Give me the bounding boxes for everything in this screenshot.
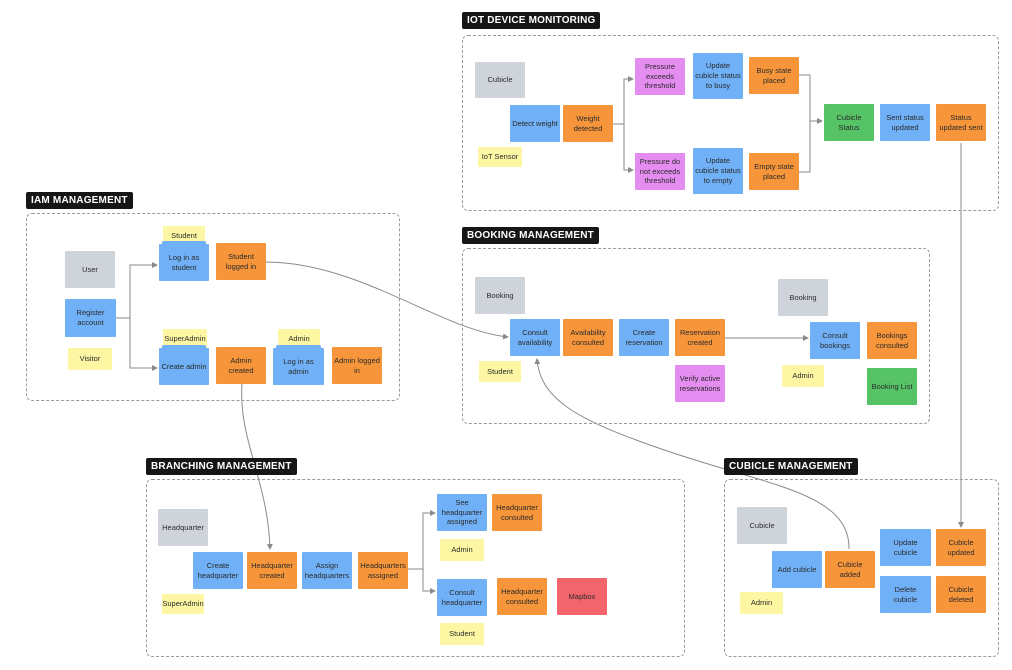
- actor-student: Student: [163, 226, 205, 245]
- group-booking-management: [462, 248, 930, 424]
- command-sent-status: Sent status updated: [880, 104, 930, 141]
- actor-admin: Admin: [278, 329, 320, 348]
- aggregate-user: User: [65, 251, 115, 288]
- actor-admin-cubicle: Admin: [740, 592, 783, 614]
- command-login-student: Log in as student: [159, 241, 209, 281]
- event-headquarter-consulted-2: Headquarter consulted: [497, 578, 547, 615]
- actor-admin-branching: Admin: [440, 539, 484, 561]
- command-update-empty: Update cubicle status to empty: [693, 148, 743, 194]
- actor-iot-sensor: IoT Sensor: [478, 147, 522, 167]
- command-detect-weight: Detect weight: [510, 105, 560, 142]
- external-system-mapbox: Mapbox: [557, 578, 607, 615]
- actor-student-booking: Student: [479, 361, 521, 382]
- aggregate-cubicle: Cubicle: [475, 62, 525, 98]
- actor-admin-booking: Admin: [782, 365, 824, 387]
- command-login-admin: Log in as admin: [273, 345, 324, 385]
- event-headquarters-assigned: Headquarters assigned: [358, 552, 408, 589]
- event-empty-state-placed: Empty state placed: [749, 153, 799, 190]
- group-iam-management: [26, 213, 400, 401]
- actor-student-branching: Student: [440, 623, 484, 645]
- event-bookings-consulted: Bookings consulted: [867, 322, 917, 359]
- event-cubicle-added: Cubicle added: [825, 551, 875, 588]
- command-delete-cubicle: Delete cubicle: [880, 576, 931, 613]
- group-title-cubicle: CUBICLE MANAGEMENT: [724, 458, 858, 475]
- aggregate-cubicle-management: Cubicle: [737, 507, 787, 544]
- event-student-logged-in: Student logged in: [216, 243, 266, 280]
- command-consult-bookings: Consult bookings: [810, 322, 860, 359]
- group-branching-management: [146, 479, 685, 657]
- event-cubicle-updated: Cubicle updated: [936, 529, 986, 566]
- event-admin-logged-in: Admin logged in: [332, 347, 382, 384]
- group-title-branching: BRANCHING MANAGEMENT: [146, 458, 297, 475]
- group-title-booking: BOOKING MANAGEMENT: [462, 227, 599, 244]
- command-create-reservation: Create reservation: [619, 319, 669, 356]
- command-update-busy: Update cubicle status to busy: [693, 53, 743, 99]
- group-title-iot: IOT DEVICE MONITORING: [462, 12, 601, 29]
- actor-superadmin: SuperAdmin: [163, 329, 207, 348]
- event-availability-consulted: Availability consulted: [563, 319, 613, 356]
- command-assign-headquarters: Assign headquarters: [302, 552, 352, 589]
- command-add-cubicle: Add cubicle: [772, 551, 822, 588]
- read-model-booking-list: Booking List: [867, 368, 917, 405]
- command-register-account: Register account: [65, 299, 116, 337]
- event-reservation-created: Reservation created: [675, 319, 725, 356]
- read-model-cubicle-status: Cubicle Status: [824, 104, 874, 141]
- policy-verify-active-reservations: Verify active reservations: [675, 365, 725, 402]
- aggregate-booking-2: Booking: [778, 279, 828, 316]
- command-update-cubicle: Update cubicle: [880, 529, 931, 566]
- event-busy-state-placed: Busy state placed: [749, 57, 799, 94]
- actor-visitor: Visitor: [68, 348, 112, 370]
- event-admin-created: Admin created: [216, 347, 266, 384]
- event-status-updated-sent: Status updated sent: [936, 104, 986, 141]
- actor-superadmin-branching: SuperAdmin: [162, 594, 204, 614]
- aggregate-booking: Booking: [475, 277, 525, 314]
- event-headquarter-created: Headquarter created: [247, 552, 297, 589]
- command-create-admin: Create admin: [159, 345, 209, 385]
- policy-pressure-exceeds: Pressure exceeds threshold: [635, 58, 685, 95]
- group-cubicle-management: [724, 479, 999, 657]
- command-see-headquarter-assigned: See headquarter assigned: [437, 494, 487, 531]
- command-create-headquarter: Create headquarter: [193, 552, 243, 589]
- event-headquarter-consulted-1: Headquarter consulted: [492, 494, 542, 531]
- event-cubicle-deleted: Cubicle deleted: [936, 576, 986, 613]
- policy-pressure-not-exceeds: Pressure do not exceeds threshold: [635, 153, 685, 190]
- group-title-iam: IAM MANAGEMENT: [26, 192, 133, 209]
- aggregate-headquarter: Headquarter: [158, 509, 208, 546]
- group-iot-device-monitoring: [462, 35, 999, 211]
- event-weight-detected: Weight detected: [563, 105, 613, 142]
- command-consult-availability: Consult availability: [510, 319, 560, 356]
- command-consult-headquarter: Consult headquarter: [437, 579, 487, 616]
